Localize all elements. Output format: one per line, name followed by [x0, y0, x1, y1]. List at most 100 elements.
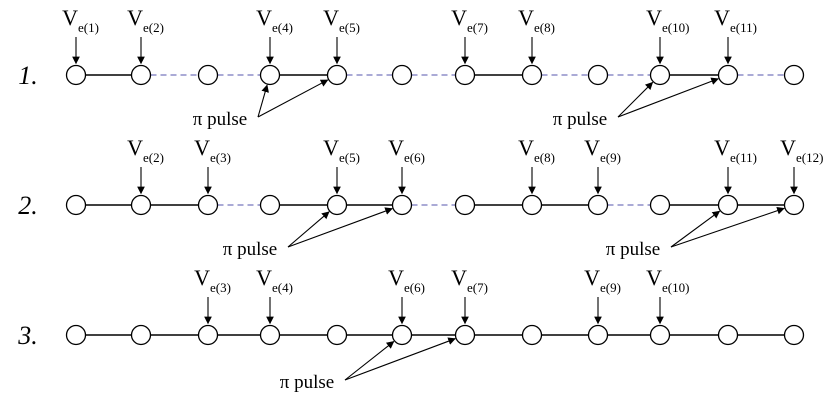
qubit-node	[130, 64, 152, 86]
qubit-node	[65, 324, 87, 346]
voltage-subscript: e(3)	[210, 150, 231, 165]
pi-pulse-annotation: π pulse	[223, 207, 393, 260]
qubit-node	[197, 194, 219, 216]
svg-text:V: V	[127, 5, 143, 30]
voltage-subscript: e(8)	[534, 20, 555, 35]
voltage-subscript: e(11)	[730, 20, 757, 35]
qubit-node	[649, 194, 671, 216]
voltage-subscript: e(10)	[662, 280, 689, 295]
qubit-node	[326, 324, 348, 346]
pi-pulse-annotation: π pulse	[606, 206, 785, 260]
svg-text:V: V	[388, 265, 404, 290]
qubit-node	[783, 324, 805, 346]
voltage-symbol: V	[451, 265, 467, 290]
svg-text:V: V	[323, 5, 339, 30]
voltage-subscript: e(6)	[404, 280, 425, 295]
svg-text:V: V	[646, 5, 662, 30]
voltage-symbol: V	[714, 135, 730, 160]
voltage-subscript: e(2)	[143, 150, 164, 165]
qubit-node	[197, 324, 219, 346]
qubit-node	[454, 324, 476, 346]
voltage-symbol: V	[127, 135, 143, 160]
pi-pulse-label: π pulse	[193, 109, 247, 130]
qubit-node	[197, 64, 219, 86]
voltage-symbol: V	[518, 5, 534, 30]
voltage-subscript: e(2)	[143, 20, 164, 35]
qubit-node	[259, 194, 281, 216]
voltage-symbol: V	[646, 265, 662, 290]
pi-pulse-annotation: π pulse	[193, 79, 329, 130]
svg-text:V: V	[323, 135, 339, 160]
svg-text:V: V	[62, 5, 78, 30]
pulse-arrow-icon	[344, 341, 395, 381]
voltage-subscript: e(1)	[78, 20, 99, 35]
voltage-subscript: e(3)	[210, 280, 231, 295]
voltage-symbol: V	[714, 5, 730, 30]
pulse-arrow-icon	[287, 207, 393, 248]
voltage-symbol: V	[127, 5, 143, 30]
voltage-subscript: e(9)	[600, 280, 621, 295]
qubit-node	[717, 194, 739, 216]
pulse-arrow-icon	[617, 81, 654, 118]
svg-text:V: V	[451, 265, 467, 290]
pulse-arrow-icon	[617, 77, 719, 118]
svg-text:V: V	[584, 135, 600, 160]
svg-text:V: V	[584, 265, 600, 290]
svg-text:V: V	[714, 5, 730, 30]
voltage-subscript: e(11)	[730, 150, 757, 165]
voltage-symbol: V	[194, 265, 210, 290]
voltage-subscript: e(6)	[404, 150, 425, 165]
voltage-symbol: V	[780, 135, 796, 160]
qubit-node	[649, 64, 671, 86]
qubit-node	[130, 324, 152, 346]
qubit-node	[587, 324, 609, 346]
svg-text:V: V	[451, 5, 467, 30]
voltage-symbol: V	[518, 135, 534, 160]
pulse-arrow-icon	[257, 84, 269, 118]
row-label: 1.	[18, 61, 38, 90]
qubit-node	[130, 194, 152, 216]
voltage-subscript: e(8)	[534, 150, 555, 165]
voltage-subscript: e(7)	[467, 280, 488, 295]
pi-pulse-annotation: π pulse	[553, 77, 719, 130]
row-label: 2.	[18, 191, 38, 220]
svg-text:V: V	[518, 135, 534, 160]
svg-text:V: V	[194, 135, 210, 160]
svg-text:V: V	[256, 5, 272, 30]
qubit-node	[326, 194, 348, 216]
qubit-node	[717, 324, 739, 346]
qubit-node	[391, 64, 413, 86]
svg-text:V: V	[518, 5, 534, 30]
voltage-symbol: V	[62, 5, 78, 30]
svg-text:V: V	[256, 265, 272, 290]
svg-text:V: V	[194, 265, 210, 290]
voltage-symbol: V	[256, 265, 272, 290]
pulse-arrow-icon	[287, 211, 330, 248]
voltage-subscript: e(10)	[662, 20, 689, 35]
voltage-symbol: V	[388, 265, 404, 290]
pi-pulse-label: π pulse	[553, 109, 607, 130]
qubit-node	[259, 64, 281, 86]
voltage-symbol: V	[451, 5, 467, 30]
pulse-arrow-icon	[344, 337, 456, 381]
pi-pulse-label: π pulse	[606, 239, 660, 260]
qubit-node	[783, 194, 805, 216]
